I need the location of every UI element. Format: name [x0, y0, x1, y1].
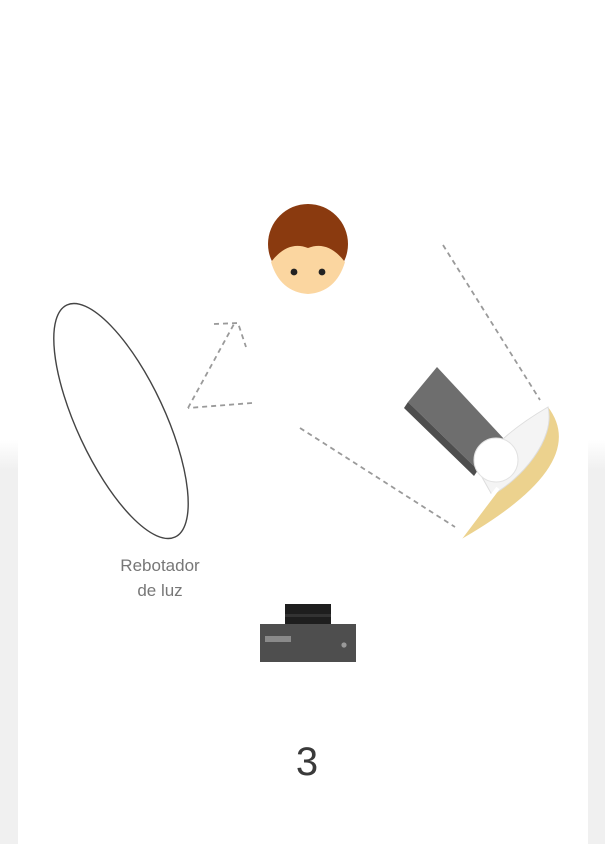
step-number: 3 — [262, 738, 352, 786]
bounce-ray-in — [188, 403, 252, 408]
reflector-label-line1: Rebotador — [80, 553, 240, 578]
light-ray-lower — [300, 428, 455, 527]
reflector-icon — [27, 286, 215, 555]
reflector-label: Rebotador de luz — [80, 553, 240, 603]
person-head-icon — [268, 204, 348, 294]
bounce-arrowhead — [214, 323, 246, 347]
bounce-ray-out — [188, 324, 234, 408]
reflector-label-line2: de luz — [80, 578, 240, 603]
light-ray-upper — [443, 245, 540, 400]
camera-icon — [260, 604, 356, 662]
